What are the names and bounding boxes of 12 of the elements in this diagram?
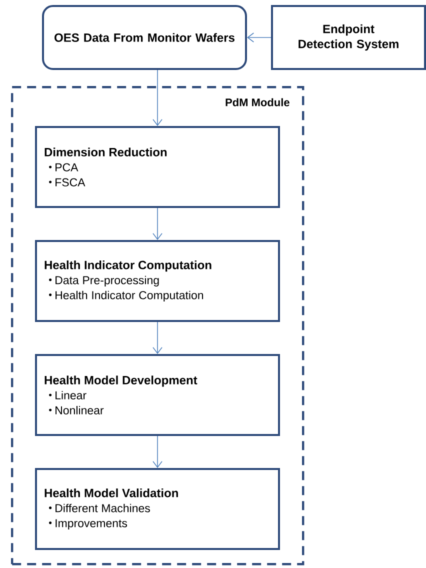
process-box: Health Indicator Computation Data Pre-processing Health Indicator Computation xyxy=(35,240,280,322)
arrow xyxy=(152,436,162,468)
arrow xyxy=(152,322,162,354)
arrow xyxy=(152,70,162,126)
arrow xyxy=(152,208,162,240)
arrow xyxy=(247,32,272,42)
process-box: Health Model Validation Different Machines Improvements xyxy=(35,468,280,550)
module-heading: PdM Module xyxy=(226,98,290,106)
process-box: Health Model Development Linear Nonlinear xyxy=(35,354,280,436)
system-box: Endpoint Detection System xyxy=(271,5,426,70)
data-box: OES Data From Monitor Wafers xyxy=(42,5,247,70)
process-box: Dimension Reduction PCA FSCA xyxy=(35,126,280,208)
